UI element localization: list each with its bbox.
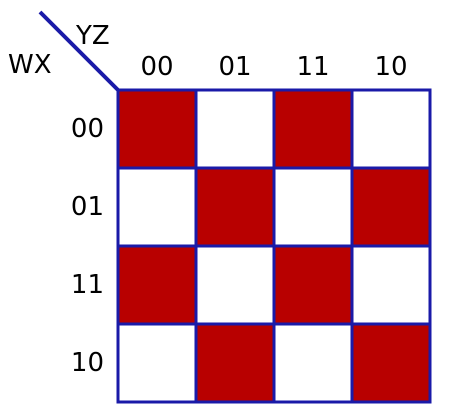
row-label: 11 bbox=[71, 270, 104, 300]
col-variables-label: YZ bbox=[75, 21, 110, 51]
col-label: 00 bbox=[140, 52, 173, 82]
filled-cell bbox=[194, 166, 276, 248]
empty-cell bbox=[272, 166, 354, 248]
col-label: 11 bbox=[296, 52, 329, 82]
row-label: 00 bbox=[71, 114, 104, 144]
empty-cell bbox=[116, 322, 198, 404]
col-label: 01 bbox=[218, 52, 251, 82]
cell-grid bbox=[116, 88, 432, 404]
empty-cell bbox=[194, 88, 276, 170]
row-labels: 00 01 11 10 bbox=[71, 114, 104, 378]
filled-cell bbox=[350, 322, 432, 404]
filled-cell bbox=[116, 88, 198, 170]
row-variables-label: WX bbox=[8, 50, 52, 80]
filled-cell bbox=[116, 244, 198, 326]
empty-cell bbox=[272, 322, 354, 404]
empty-cell bbox=[350, 88, 432, 170]
col-label: 10 bbox=[374, 52, 407, 82]
filled-cell bbox=[272, 244, 354, 326]
filled-cell bbox=[350, 166, 432, 248]
row-label: 01 bbox=[71, 192, 104, 222]
row-label: 10 bbox=[71, 348, 104, 378]
empty-cell bbox=[194, 244, 276, 326]
empty-cell bbox=[350, 244, 432, 326]
filled-cell bbox=[272, 88, 354, 170]
column-labels: 00 01 11 10 bbox=[140, 52, 407, 82]
empty-cell bbox=[116, 166, 198, 248]
filled-cell bbox=[194, 322, 276, 404]
header-diagonal-line bbox=[38, 10, 120, 92]
